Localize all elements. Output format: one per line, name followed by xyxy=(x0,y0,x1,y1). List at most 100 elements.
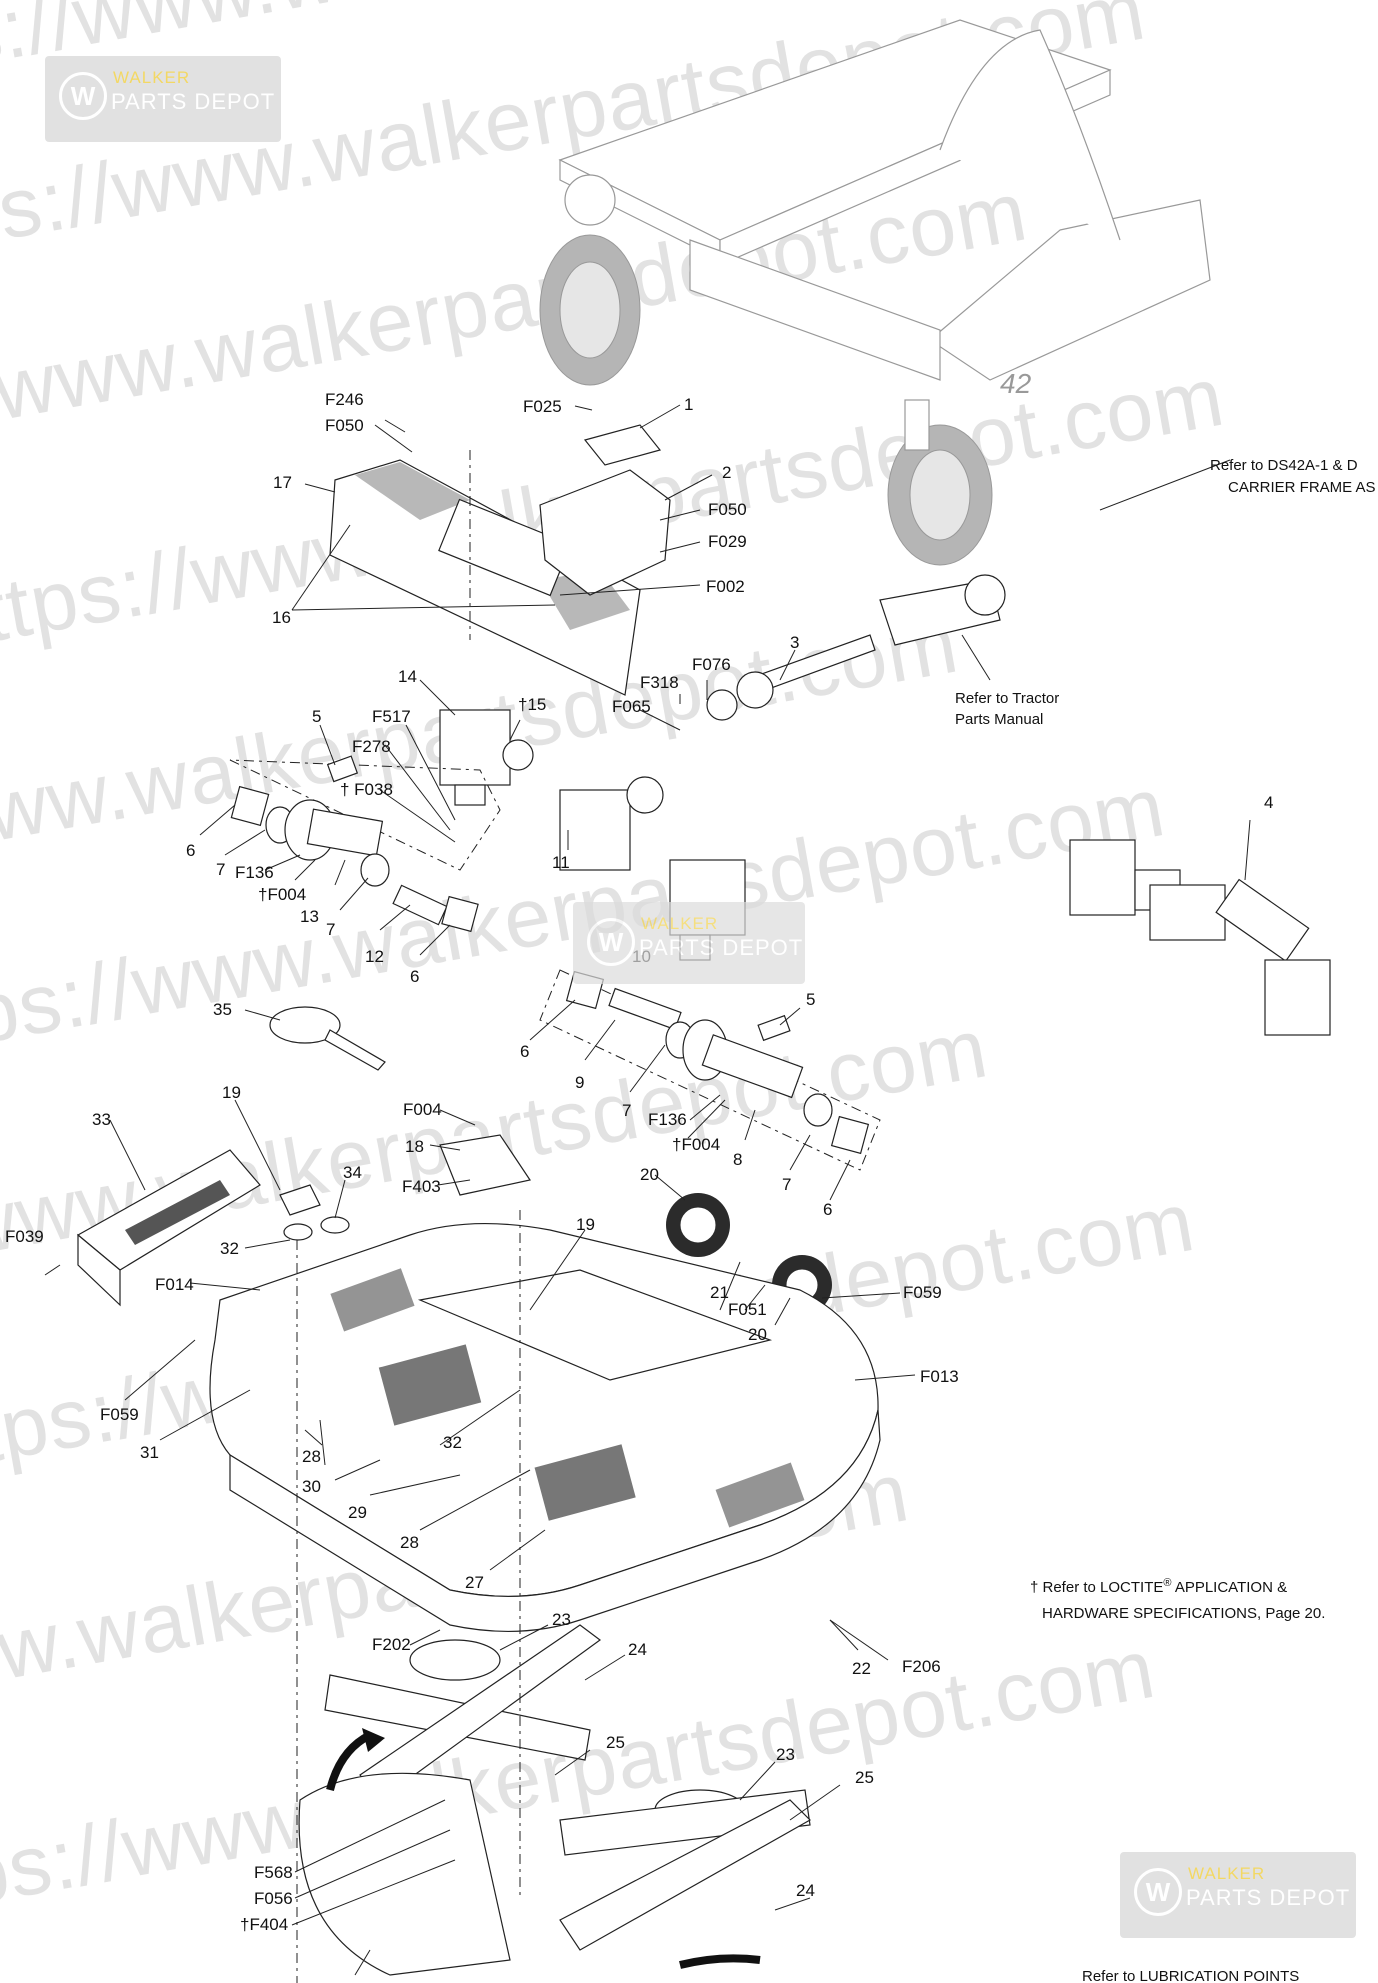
callout-F056: F056 xyxy=(254,1889,293,1908)
callout-11: 11 xyxy=(552,853,570,872)
callout-F404: †F404 xyxy=(240,1915,288,1934)
callout-18: 18 xyxy=(405,1137,424,1156)
callout-20: 20 xyxy=(640,1165,659,1184)
watermark-text: https://www.walkerpartsdepot.com xyxy=(0,1621,1162,1940)
callout-25: 25 xyxy=(606,1733,625,1752)
callout-F050: F050 xyxy=(708,500,747,519)
logo-text-top: WALKER xyxy=(641,914,719,933)
callout-7: 7 xyxy=(326,920,335,939)
note-carrier-frame: CARRIER FRAME AS xyxy=(1228,479,1376,496)
callout-29: 29 xyxy=(348,1503,367,1522)
callout-19: 19 xyxy=(222,1083,241,1102)
callout-15: †15 xyxy=(518,695,546,714)
left-gearbox xyxy=(439,709,534,806)
mower-deck xyxy=(209,1222,881,1633)
callout-F002: F002 xyxy=(706,577,745,596)
callout-F004: †F004 xyxy=(258,885,306,904)
logo-text-top: WALKER xyxy=(113,68,191,87)
note-tractor: Refer to Tractor xyxy=(955,690,1059,707)
brand-logo: W WALKER PARTS DEPOT xyxy=(573,902,805,984)
logo-mark-icon: W xyxy=(587,918,635,966)
callout-19: 19 xyxy=(576,1215,595,1234)
note-loctite: HARDWARE SPECIFICATIONS, Page 20. xyxy=(1042,1605,1325,1622)
callout-F004: †F004 xyxy=(672,1135,720,1154)
callout-12: 12 xyxy=(365,947,384,966)
callout-F059: F059 xyxy=(903,1283,942,1302)
left-spindle-assembly xyxy=(229,755,501,933)
belt-shield xyxy=(76,1149,261,1307)
pto-shaft xyxy=(706,574,1006,721)
callout-5: 5 xyxy=(806,990,815,1009)
knob xyxy=(279,1184,321,1216)
callout-32: 32 xyxy=(443,1433,462,1452)
callout-F065: F065 xyxy=(612,697,651,716)
callout-F403: F403 xyxy=(402,1177,441,1196)
callout-7: 7 xyxy=(782,1175,791,1194)
deck-size-label: 42 xyxy=(1000,368,1032,399)
callout-25: 25 xyxy=(855,1768,874,1787)
callout-F206: F206 xyxy=(902,1657,941,1676)
callout-28: 28 xyxy=(400,1533,419,1552)
note-carrier-frame: Refer to DS42A-1 & D xyxy=(1210,457,1358,474)
logo-text-top: WALKER xyxy=(1188,1864,1266,1883)
logo-mark-icon: W xyxy=(1134,1868,1182,1916)
carrier-frame: 42 xyxy=(539,19,1211,566)
logo-text-bottom: PARTS DEPOT xyxy=(1186,1885,1351,1910)
bracket xyxy=(539,469,671,596)
callout-20: 20 xyxy=(748,1325,767,1344)
callout-27: 27 xyxy=(465,1573,484,1592)
callout-F246: F246 xyxy=(325,390,364,409)
callout-F059: F059 xyxy=(100,1405,139,1424)
callout-24: 24 xyxy=(796,1881,815,1900)
callout-F202: F202 xyxy=(372,1635,411,1654)
callout-F050: F050 xyxy=(325,416,364,435)
wrench xyxy=(269,1006,386,1071)
callout-F568: F568 xyxy=(254,1863,293,1882)
callout-22: 22 xyxy=(852,1659,871,1678)
bracket xyxy=(439,1134,531,1196)
callout-16: 16 xyxy=(272,608,291,627)
callout-F076: F076 xyxy=(692,655,731,674)
callout-F025: F025 xyxy=(523,397,562,416)
leader-lines xyxy=(44,404,1251,1976)
callout-33: 33 xyxy=(92,1110,111,1129)
notes: Refer to DS42A-1 & D CARRIER FRAME AS Re… xyxy=(955,457,1376,1983)
right-spindle-assembly xyxy=(539,969,881,1171)
washer xyxy=(320,1216,350,1234)
callout-21: 21 xyxy=(710,1283,729,1302)
note-lubrication: Refer to LUBRICATION POINTS xyxy=(1082,1968,1299,1983)
callout-F051: F051 xyxy=(728,1300,767,1319)
callout-32: 32 xyxy=(220,1239,239,1258)
note-tractor: Parts Manual xyxy=(955,711,1043,728)
callout-6: 6 xyxy=(520,1042,529,1061)
mower-blade xyxy=(559,1789,811,1856)
callout-F039: F039 xyxy=(5,1227,44,1246)
callout-31: 31 xyxy=(140,1443,159,1462)
callout-F278: F278 xyxy=(352,737,391,756)
callout-13: 13 xyxy=(300,907,319,926)
mower-blade xyxy=(559,1799,811,1951)
callout-F029: F029 xyxy=(708,532,747,551)
callout-34: 34 xyxy=(343,1163,362,1182)
callout-14: 14 xyxy=(398,667,417,686)
callout-6: 6 xyxy=(823,1200,832,1219)
callout-2: 2 xyxy=(722,463,731,482)
callout-3: 3 xyxy=(790,633,799,652)
callout-28: 28 xyxy=(302,1447,321,1466)
callout-F004: F004 xyxy=(403,1100,442,1119)
plate xyxy=(583,424,662,466)
callout-4: 4 xyxy=(1264,793,1273,812)
callout-7: 7 xyxy=(216,860,225,879)
logo-text-bottom: PARTS DEPOT xyxy=(111,89,276,114)
brand-logo: W WALKER PARTS DEPOT xyxy=(45,56,281,142)
callout-8: 8 xyxy=(733,1150,742,1169)
callout-7: 7 xyxy=(622,1101,631,1120)
callout-24: 24 xyxy=(628,1640,647,1659)
note-loctite: † Refer to LOCTITE® APPLICATION & xyxy=(1030,1577,1287,1596)
callout-F517: F517 xyxy=(372,707,411,726)
logo-mark-icon: W xyxy=(59,72,107,120)
callout-23: 23 xyxy=(552,1610,571,1629)
callout-F136: F136 xyxy=(235,863,274,882)
callout-F038: † F038 xyxy=(340,780,393,799)
